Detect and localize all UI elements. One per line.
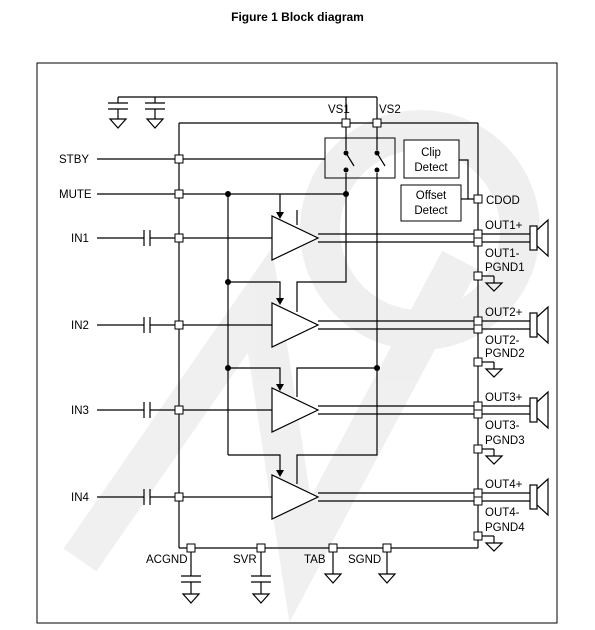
label-out1m: OUT1- [485, 248, 520, 260]
label-out2m: OUT2- [485, 335, 520, 347]
label-acgnd: ACGND [146, 554, 188, 566]
label-in3: IN3 [71, 405, 89, 417]
label-pgnd2: PGND2 [485, 348, 525, 360]
label-vs1: VS1 [328, 104, 350, 116]
label-svr: SVR [233, 554, 257, 566]
pin-squares [174, 118, 483, 553]
pgnd-grounds [478, 275, 504, 552]
label-pgnd1: PGND1 [485, 262, 525, 274]
clip-detect-wire [459, 159, 474, 200]
label-out1p: OUT1+ [485, 220, 523, 232]
label-out4m: OUT4- [485, 507, 520, 519]
junction-dots [225, 191, 380, 371]
label-pgnd4: PGND4 [485, 522, 525, 534]
speaker-2 [478, 305, 549, 345]
diagram-frame [36, 62, 558, 624]
label-in4: IN4 [71, 492, 90, 504]
speaker-3 [478, 390, 549, 430]
channel-4 [97, 173, 474, 520]
label-stby: STBY [59, 154, 89, 166]
channel-3 [97, 367, 474, 433]
label-tab: TAB [304, 554, 326, 566]
mute-switch-block [324, 127, 396, 179]
watermark [63, 110, 540, 623]
label-cdod: CDOD [486, 195, 520, 207]
offset-detect-line1: Offset [416, 190, 447, 202]
channel-2 [97, 194, 474, 348]
figure-title: Figure 1 Block diagram [231, 10, 364, 24]
label-sgnd: SGND [348, 554, 381, 566]
clip-detect-block: Clip Detect [403, 139, 460, 179]
speaker-1 [478, 218, 549, 258]
offset-detect-block: Offset Detect [400, 184, 462, 222]
offset-detect-line2: Detect [414, 205, 448, 217]
label-pgnd3: PGND3 [485, 435, 525, 447]
label-vs2: VS2 [379, 104, 401, 116]
label-out3p: OUT3+ [485, 392, 523, 404]
speaker-4 [478, 477, 549, 517]
label-out2p: OUT2+ [485, 307, 523, 319]
supply-capacitors [108, 96, 378, 129]
label-in2: IN2 [71, 320, 89, 332]
clip-detect-line1: Clip [421, 147, 441, 159]
label-mute: MUTE [59, 189, 92, 201]
channel-1 [97, 215, 474, 261]
label-in1: IN1 [71, 233, 89, 245]
clip-detect-line2: Detect [414, 162, 448, 174]
label-out3m: OUT3- [485, 420, 520, 432]
label-out4p: OUT4+ [485, 479, 523, 491]
